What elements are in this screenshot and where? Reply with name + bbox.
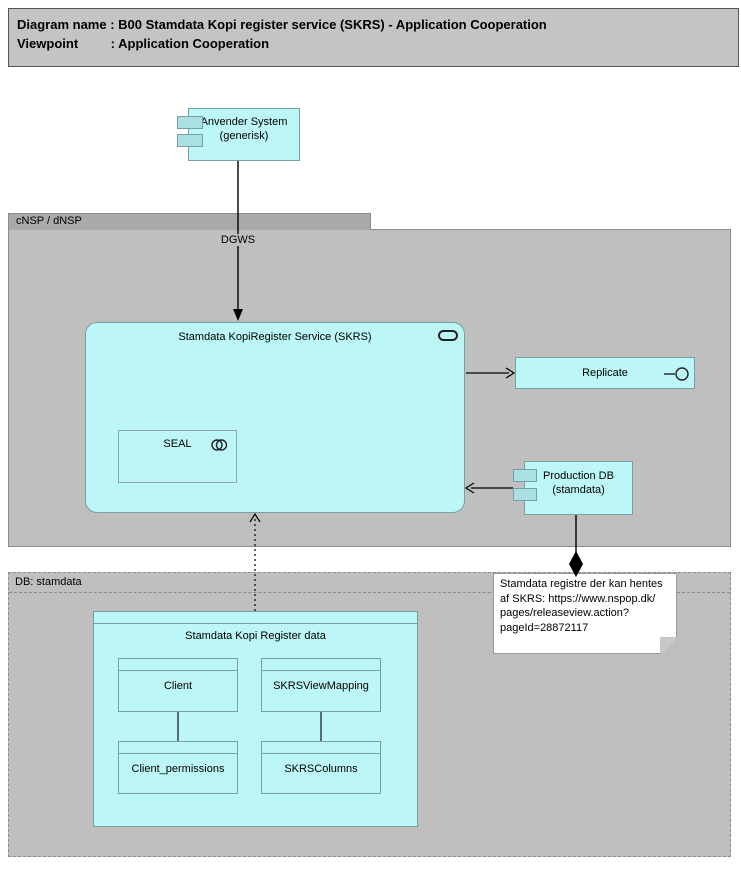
anvender-system-label-line2: (generisk) — [219, 130, 269, 142]
diagram-title-line-2: Viewpoint : Application Cooperation — [17, 36, 270, 51]
component-port-icon — [177, 116, 203, 129]
diagram-title-box: Diagram name : B00 Stamdata Kopi registe… — [8, 8, 739, 67]
data-object-client-permissions: Client_permissions — [118, 741, 238, 794]
node-seal: SEAL — [118, 430, 237, 483]
seal-label: SEAL — [163, 438, 192, 450]
data-object-band — [119, 659, 237, 671]
data-object-band — [119, 742, 237, 754]
production-db-label-line2: (stamdata) — [552, 484, 605, 496]
container-cnsp-dnsp-tab: cNSP / dNSP — [8, 213, 371, 230]
group-header-band — [94, 612, 417, 624]
data-object-band — [262, 742, 380, 754]
diagram-title-line-1: Diagram name : B00 Stamdata Kopi registe… — [17, 17, 547, 32]
data-object-skrscolumns: SKRSColumns — [261, 741, 381, 794]
collaboration-circles-icon — [211, 438, 228, 457]
skrs-service-label: Stamdata KopiRegister Service (SKRS) — [178, 331, 372, 343]
data-object-skrsviewmapping: SKRSViewMapping — [261, 658, 381, 712]
note-folded-corner-icon — [660, 637, 677, 654]
note-line-1: Stamdata registre der kan hentes — [500, 578, 663, 590]
note-line-2: af SKRS: https://www.nspop.dk/ — [500, 592, 656, 605]
container-db-stamdata-header: DB: stamdata — [9, 573, 730, 593]
component-port-icon — [513, 488, 537, 501]
interface-lollipop-icon — [663, 366, 690, 387]
component-port-icon — [513, 469, 537, 482]
dgws-connector-label: DGWS — [212, 234, 264, 246]
node-skrs-service: Stamdata KopiRegister Service (SKRS) — [85, 322, 465, 513]
data-object-client-label: Client — [163, 680, 193, 692]
node-anvender-system: Anvender System (generisk) — [188, 108, 300, 161]
note-line-3: pages/releaseview.action? — [500, 607, 630, 619]
production-db-label-line1: Production DB — [543, 470, 614, 482]
replicate-label: Replicate — [582, 367, 628, 379]
data-object-band — [262, 659, 380, 671]
node-production-db: Production DB (stamdata) — [524, 461, 633, 515]
application-service-icon — [438, 330, 458, 341]
data-object-client-permissions-label: Client_permissions — [131, 763, 225, 775]
data-group-title: Stamdata Kopi Register data — [185, 630, 326, 642]
data-object-skrsviewmapping-label: SKRSViewMapping — [273, 680, 369, 692]
node-replicate: Replicate — [515, 357, 695, 389]
note-stamdata-registre: Stamdata registre der kan hentes af SKRS… — [493, 573, 677, 654]
node-stamdata-kopi-register-data: Stamdata Kopi Register data — [93, 611, 418, 827]
container-cnsp-dnsp-label: cNSP / dNSP — [16, 215, 82, 227]
container-db-stamdata-label: DB: stamdata — [15, 576, 82, 588]
data-object-skrscolumns-label: SKRSColumns — [284, 763, 358, 775]
anvender-system-label-line1: Anvender System — [200, 116, 288, 128]
component-port-icon — [177, 134, 203, 147]
note-line-4: pageId=28872117 — [500, 621, 589, 634]
data-object-client: Client — [118, 658, 238, 712]
